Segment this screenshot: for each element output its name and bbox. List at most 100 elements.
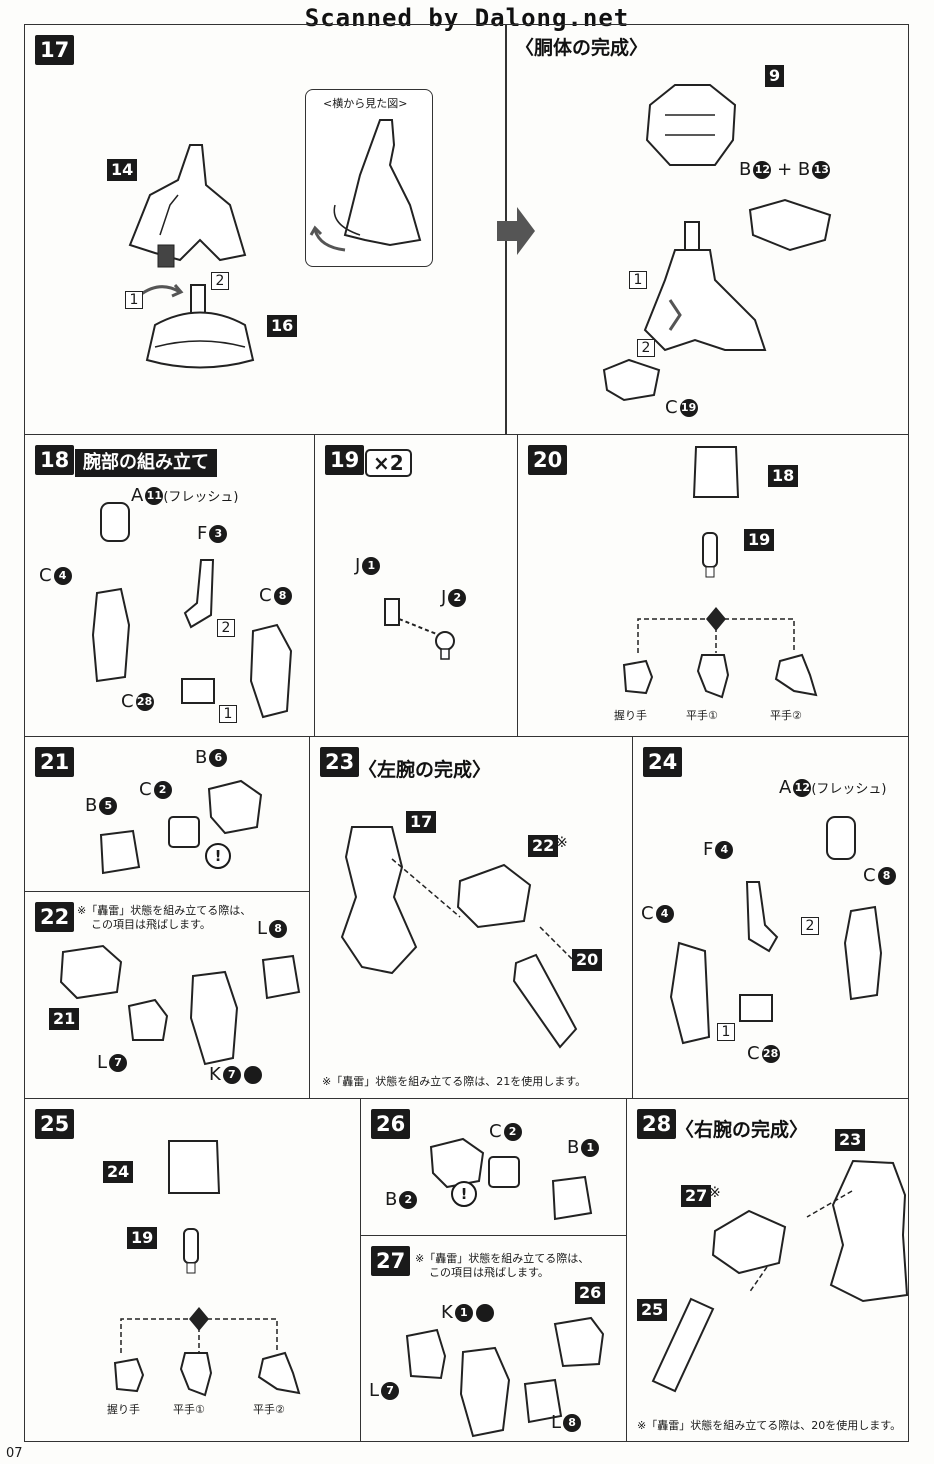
part-17: 17 bbox=[406, 811, 437, 833]
part-27: 27 bbox=[681, 1185, 712, 1207]
part-l8-illustration bbox=[261, 954, 301, 1000]
part-c8-illustration bbox=[843, 905, 883, 1001]
hand-label-flat-2: 平手② bbox=[253, 1403, 285, 1416]
elbow-illustration bbox=[189, 970, 239, 1066]
torso-with-left-arm-illustration bbox=[829, 1159, 908, 1303]
order-2: 2 bbox=[211, 272, 229, 290]
wrist-joint-illustration bbox=[183, 1228, 199, 1274]
forearm-illustration bbox=[651, 1297, 715, 1393]
part-19: 19 bbox=[127, 1227, 158, 1249]
hand-label-fist: 握り手 bbox=[614, 709, 647, 722]
elbow-illustration bbox=[459, 1346, 511, 1438]
hand-options-bracket bbox=[637, 607, 795, 653]
left-arm-footnote: ※「轟雷」状態を組み立てる際は、21を使用します。 bbox=[322, 1075, 587, 1088]
curve-arrow-icon bbox=[309, 225, 346, 252]
step-number: 20 bbox=[528, 445, 568, 475]
part-26: 26 bbox=[575, 1282, 606, 1304]
clear-part-icon bbox=[475, 1304, 494, 1322]
part-f4-illustration bbox=[745, 881, 779, 953]
torso-assembled-illustration bbox=[340, 826, 418, 975]
part-b1-illustration bbox=[551, 1175, 593, 1221]
multiplier-badge: ×2 bbox=[365, 449, 412, 477]
step-number: 23 bbox=[320, 747, 360, 777]
step-23-panel: 23 〈左腕の完成〉 17 22 ※ 20 ※「轟雷」状態を組み立てる際は、21… bbox=[309, 736, 633, 1099]
step-number: 28 bbox=[637, 1109, 677, 1139]
rotate-arrow-icon bbox=[139, 284, 184, 298]
part-16: 16 bbox=[267, 315, 298, 337]
flat-hand-2-illustration bbox=[257, 1351, 301, 1395]
waist-armor-illustration bbox=[748, 198, 832, 252]
hand-label-fist: 握り手 bbox=[107, 1403, 140, 1416]
part-b2-illustration bbox=[429, 1137, 485, 1189]
step-number: 21 bbox=[35, 747, 75, 777]
step-28-panel: 28 〈右腕の完成〉 23 27 ※ 25 ※「轟雷」状態を組み立てる際は、20… bbox=[626, 1098, 909, 1442]
part-a12-illustration bbox=[826, 816, 856, 860]
torso-assembled-illustration bbox=[645, 84, 737, 166]
hand-label-flat-1: 平手① bbox=[686, 709, 718, 722]
side-view-illustration bbox=[333, 119, 422, 247]
forearm-illustration bbox=[512, 953, 578, 1049]
right-arm-complete-title: 〈右腕の完成〉 bbox=[675, 1119, 809, 1141]
step-number: 19 bbox=[325, 445, 365, 475]
caution-icon: ! bbox=[205, 843, 231, 869]
next-arrow-icon bbox=[497, 207, 535, 255]
hand-options-bracket bbox=[120, 1307, 278, 1353]
part-c28-illustration bbox=[739, 994, 773, 1022]
right-arm-footnote: ※「轟雷」状態を組み立てる際は、20を使用します。 bbox=[637, 1419, 902, 1432]
upper-arm-illustration bbox=[711, 1209, 787, 1275]
hand-label-flat-2: 平手② bbox=[770, 709, 802, 722]
part-20: 20 bbox=[572, 949, 603, 971]
torso-complete-title: 〈胴体の完成〉 bbox=[515, 37, 649, 59]
star-mark: ※ bbox=[556, 835, 568, 851]
part-18: 18 bbox=[768, 465, 799, 487]
part-23: 23 bbox=[835, 1129, 866, 1151]
part-c4-illustration bbox=[669, 941, 711, 1045]
part-9: 9 bbox=[765, 65, 785, 87]
part-a11-illustration bbox=[100, 502, 130, 542]
part-b5-illustration bbox=[99, 829, 141, 875]
forearm-illustration bbox=[692, 446, 740, 498]
torso-upper-illustration bbox=[128, 144, 247, 268]
step-number: 18 bbox=[35, 445, 75, 475]
part-21: 21 bbox=[49, 1008, 80, 1030]
part-14: 14 bbox=[107, 159, 138, 181]
part-25: 25 bbox=[637, 1299, 668, 1321]
flat-hand-1-illustration bbox=[179, 1352, 213, 1397]
order-1: 1 bbox=[717, 1023, 735, 1041]
part-c19-illustration bbox=[602, 358, 661, 402]
part-l7-illustration bbox=[127, 998, 169, 1041]
left-arm-complete-title: 〈左腕の完成〉 bbox=[358, 759, 492, 781]
arm-assembly-title: 腕部の組み立て bbox=[75, 449, 217, 477]
torso-with-waist-illustration bbox=[643, 221, 767, 352]
part-24: 24 bbox=[103, 1161, 134, 1183]
arm-connect-line bbox=[391, 858, 576, 963]
joint-illustration bbox=[384, 598, 455, 660]
part-22: 22 bbox=[528, 835, 559, 857]
clear-part-icon bbox=[243, 1066, 262, 1084]
forearm-illustration bbox=[168, 1140, 221, 1194]
side-view-label: <横から見た図> bbox=[323, 97, 408, 110]
step-number: 25 bbox=[35, 1109, 75, 1139]
skip-note: ※「轟雷」状態を組み立てる際は、 この項目は飛ばします。 bbox=[415, 1252, 590, 1279]
order-1: 1 bbox=[629, 271, 647, 289]
